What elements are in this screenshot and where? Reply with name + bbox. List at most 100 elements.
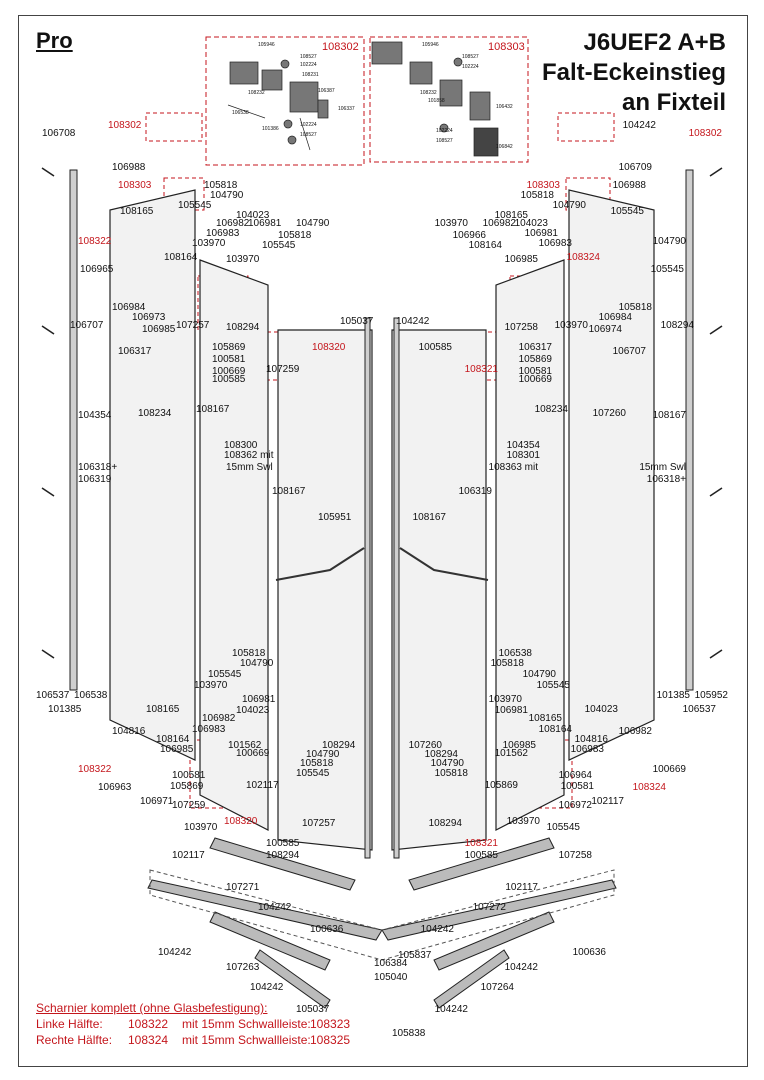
part-label: 106317 [519, 342, 553, 353]
part-label: 106319 [78, 474, 112, 485]
part-label: 104242 [158, 947, 192, 958]
part-label: 107263 [226, 962, 260, 973]
part-label: 108294 [661, 320, 695, 331]
part-label: 105951 [318, 512, 352, 523]
inset-part-label: 106387 [318, 88, 335, 94]
part-label: 105869 [212, 342, 246, 353]
part-label: 107260 [593, 408, 627, 419]
inset-part-label: 102224 [300, 122, 317, 128]
part-label: 103970 [489, 694, 523, 705]
part-label: 105037 [296, 1004, 330, 1015]
part-label: 108362 mit [224, 450, 274, 461]
inset-part-label: 105946 [422, 42, 439, 48]
part-label: 108167 [196, 404, 230, 415]
part-label: 107259 [172, 800, 206, 811]
part-label: 108303 [527, 180, 561, 191]
legend-row-left: Linke Hälfte: 108322 mit 15mm Schwalllei… [36, 1016, 436, 1032]
part-label: 108167 [413, 512, 447, 523]
part-label: 105545 [611, 206, 645, 217]
part-label: 103970 [194, 680, 228, 691]
part-label: 104023 [236, 210, 270, 221]
part-label: 100581 [561, 781, 595, 792]
part-label: 105040 [374, 972, 408, 983]
part-label: 106319 [459, 486, 493, 497]
part-label: 104023 [236, 705, 270, 716]
part-label: 108294 [429, 818, 463, 829]
part-label: 107257 [176, 320, 210, 331]
part-label: 108324 [567, 252, 601, 263]
part-label: 104242 [623, 120, 657, 131]
part-label: 15mm Swl [639, 462, 686, 473]
door-handles [275, 547, 489, 581]
inset-part-label: 106538 [232, 110, 249, 116]
part-label: 104816 [112, 726, 146, 737]
inset-part-label: 108303 [488, 41, 525, 53]
wall-screws [41, 167, 723, 659]
part-label: 106988 [613, 180, 647, 191]
part-label: 100581 [519, 366, 553, 377]
part-label: 108320 [312, 342, 346, 353]
drawing-border [18, 15, 748, 1067]
part-label: 107259 [266, 364, 300, 375]
part-label: 106964 [559, 770, 593, 781]
part-label: 103970 [226, 254, 260, 265]
part-label: 108167 [272, 486, 306, 497]
part-label: 108294 [266, 850, 300, 861]
part-label: 108324 [633, 782, 667, 793]
part-label: 105818 [491, 658, 525, 669]
part-label: 108301 [507, 450, 541, 461]
part-label: 105545 [547, 822, 581, 833]
inset-part-label: 102224 [300, 62, 317, 68]
part-label: 106974 [589, 324, 623, 335]
part-label: 104790 [240, 658, 274, 669]
inset-part-label: 108302 [322, 41, 359, 53]
part-label: 15mm Swl [226, 462, 273, 473]
part-label: 104242 [258, 902, 292, 913]
model-number: J6UEF2 A+B [583, 29, 727, 56]
inset-part-label: 106842 [496, 144, 513, 150]
part-label: 100669 [236, 748, 270, 759]
part-label: 106318+ [647, 474, 686, 485]
part-label: 104790 [553, 200, 587, 211]
part-label: 106988 [112, 162, 146, 173]
inset-right-hinge-detail [369, 36, 529, 163]
part-label: 108165 [120, 206, 154, 217]
part-label: 106982 [483, 218, 517, 229]
part-label: 105037 [340, 316, 374, 327]
part-label: 106981 [495, 705, 529, 716]
part-label: 106965 [80, 264, 114, 275]
part-label: 108164 [156, 734, 190, 745]
legend-with-label: mit 15mm Schwallleiste: [182, 1033, 311, 1047]
part-label: 106985 [160, 744, 194, 755]
part-label: 106985 [142, 324, 176, 335]
part-label: 106983 [539, 238, 573, 249]
part-label: 100669 [519, 374, 553, 385]
part-label: 106981 [242, 694, 276, 705]
part-label: 105545 [208, 669, 242, 680]
part-label: 104023 [585, 704, 619, 715]
part-label: 106537 [36, 690, 70, 701]
part-label: 106984 [599, 312, 633, 323]
part-label: 104242 [250, 982, 284, 993]
part-label: 108320 [224, 816, 258, 827]
legend-with-label: mit 15mm Schwallleiste: [182, 1017, 311, 1031]
part-label: 108165 [495, 210, 529, 221]
part-label: 100581 [212, 354, 246, 365]
part-label: 101385 [48, 704, 82, 715]
part-label: 108302 [689, 128, 723, 139]
part-label: 106981 [248, 218, 282, 229]
part-label: 106708 [42, 128, 76, 139]
part-label: 105869 [519, 354, 553, 365]
part-label: 105545 [296, 768, 330, 779]
legend-part-alt: 108325 [310, 1033, 351, 1047]
legend-row-right: Rechte Hälfte: 108324 mit 15mm Schwallle… [36, 1032, 436, 1048]
inset-part-label: 102224 [462, 64, 479, 70]
inset-part-label: 108232 [248, 90, 265, 96]
part-label: 103970 [555, 320, 589, 331]
wall-profiles [69, 169, 694, 859]
part-label: 104790 [306, 749, 340, 760]
part-label: 100669 [212, 366, 246, 377]
inset-part-label: 108527 [300, 54, 317, 60]
part-label: 105818 [278, 230, 312, 241]
